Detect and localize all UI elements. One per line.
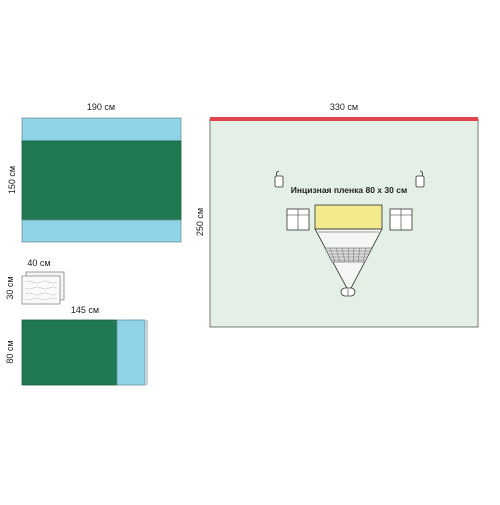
- incise-film-label: Инцизная пленка 80 х 30 см: [291, 185, 407, 195]
- pocket-left-icon: [286, 208, 310, 231]
- drape-2-side-band: [116, 319, 146, 386]
- drape-1-bottom-band: [21, 219, 182, 243]
- drape-145x80: 145 см 80 см: [5, 305, 148, 386]
- towel-texture: [24, 280, 58, 301]
- incise-film: [314, 204, 383, 230]
- drape-1-width-label: 190 см: [87, 102, 115, 112]
- drape-190x150: 190 см 150 см: [7, 102, 182, 243]
- towel-width-label: 40 см: [27, 258, 50, 268]
- main-drape-width-label: 330 см: [330, 102, 358, 112]
- main-drape-height-label: 250 см: [195, 208, 205, 236]
- drape-1-top-band: [21, 117, 182, 142]
- drape-2-width-label: 145 см: [71, 305, 99, 315]
- towels-40x30: 40 см 30 см: [5, 258, 65, 305]
- drape-2-body: [21, 319, 118, 386]
- drape-2-height-label: 80 см: [5, 340, 15, 363]
- towel-front: [21, 275, 61, 305]
- main-drape-330x250: 330 см 250 см Инцизная пленка 80 х 30 см: [195, 102, 479, 328]
- drape-1-height-label: 150 см: [7, 166, 17, 194]
- fluid-collection-pouch: [314, 228, 383, 297]
- towel-height-label: 30 см: [5, 276, 15, 299]
- drape-1-body: [21, 140, 182, 221]
- main-drape-red-edge: [210, 117, 478, 121]
- pocket-right-icon: [389, 208, 413, 231]
- tube-holder-left-icon: [274, 170, 284, 188]
- tube-holder-right-icon: [415, 170, 425, 188]
